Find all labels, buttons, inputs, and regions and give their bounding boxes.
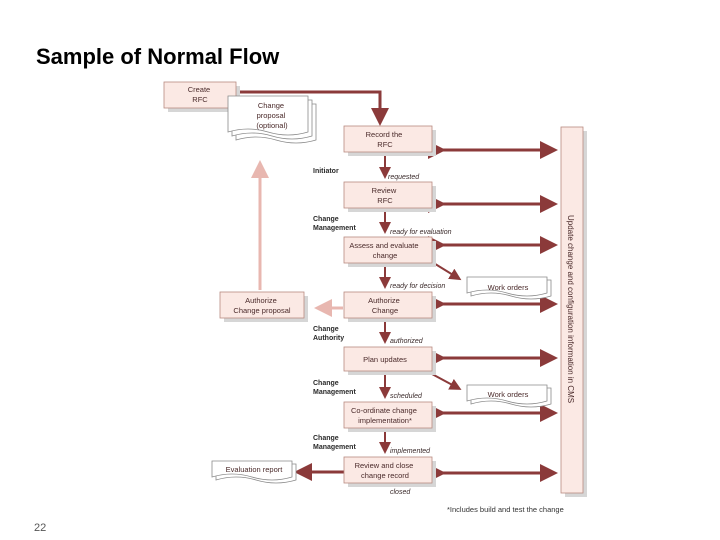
svg-text:Authorize Change proposa: Authorize Change proposal	[233, 296, 290, 315]
role-initiator: Initiator	[313, 168, 339, 175]
state-closed: closed	[390, 489, 411, 496]
state-implemented: implemented	[390, 448, 431, 455]
work-orders-arrow-1	[431, 261, 462, 281]
record-rfc-box: Record the RFC	[343, 125, 436, 156]
svg-text:Plan updates: Plan updates	[363, 355, 407, 364]
cms-update-bar: Update change and configuration informat…	[560, 126, 587, 497]
assess-change-box: Assess and evaluate change	[343, 236, 436, 267]
svg-text:Assess and evaluate chan: Assess and evaluate change	[349, 241, 420, 260]
change-proposal-document: Change proposal (optional)	[227, 95, 317, 144]
slide-title: Sample of Normal Flow	[36, 44, 280, 69]
svg-text:Review and close change: Review and close change record	[355, 461, 416, 480]
work-orders-document-1: Work orders	[466, 276, 552, 300]
svg-text:Authorize Change: Authorize Change	[368, 296, 402, 315]
role-change-authority: Change Authority	[313, 326, 344, 342]
work-orders-arrow-2	[431, 373, 462, 390]
review-rfc-box: Review RFC	[343, 181, 436, 212]
state-ready-for-decision: ready for decision	[390, 283, 445, 290]
svg-text:Co-ordinate change imple: Co-ordinate change implementation*	[351, 406, 419, 425]
state-authorized: authorized	[390, 338, 424, 345]
evaluation-report-document: Evaluation report	[211, 460, 297, 484]
role-change-management-1: Change Management	[313, 216, 356, 232]
review-close-box: Review and close change record	[343, 456, 436, 487]
page-number: 22	[34, 522, 47, 534]
svg-text:Record the RFC: Record the RFC	[366, 130, 405, 149]
svg-text:Evaluation report: Evaluation report	[226, 465, 284, 474]
svg-text:Create RFC: Create RFC	[188, 85, 213, 104]
create-to-record-arrow	[197, 90, 389, 126]
authorize-change-box: Authorize Change	[343, 291, 436, 322]
cms-update-label: Update change and configuration informat…	[566, 215, 575, 403]
state-requested: requested	[388, 174, 420, 181]
work-orders-document-2: Work orders	[466, 384, 552, 408]
footnote: *Includes build and test the change	[447, 505, 564, 514]
svg-text:Review RFC: Review RFC	[372, 186, 399, 205]
state-scheduled: scheduled	[390, 393, 423, 400]
coordinate-implementation-box: Co-ordinate change implementation*	[343, 401, 436, 432]
plan-updates-box: Plan updates	[343, 346, 436, 375]
svg-text:Work orders: Work orders	[488, 283, 529, 292]
create-rfc-box: Create RFC	[163, 81, 240, 112]
authorize-proposal-box: Authorize Change proposal	[219, 291, 308, 322]
svg-text:Change proposal (o: Change proposal (optional)	[256, 101, 288, 130]
role-change-management-2: Change Management	[313, 380, 356, 396]
state-ready-for-evaluation: ready for evaluation	[390, 229, 452, 236]
role-change-management-3: Change Management	[313, 435, 356, 451]
svg-text:Work orders: Work orders	[488, 390, 529, 399]
